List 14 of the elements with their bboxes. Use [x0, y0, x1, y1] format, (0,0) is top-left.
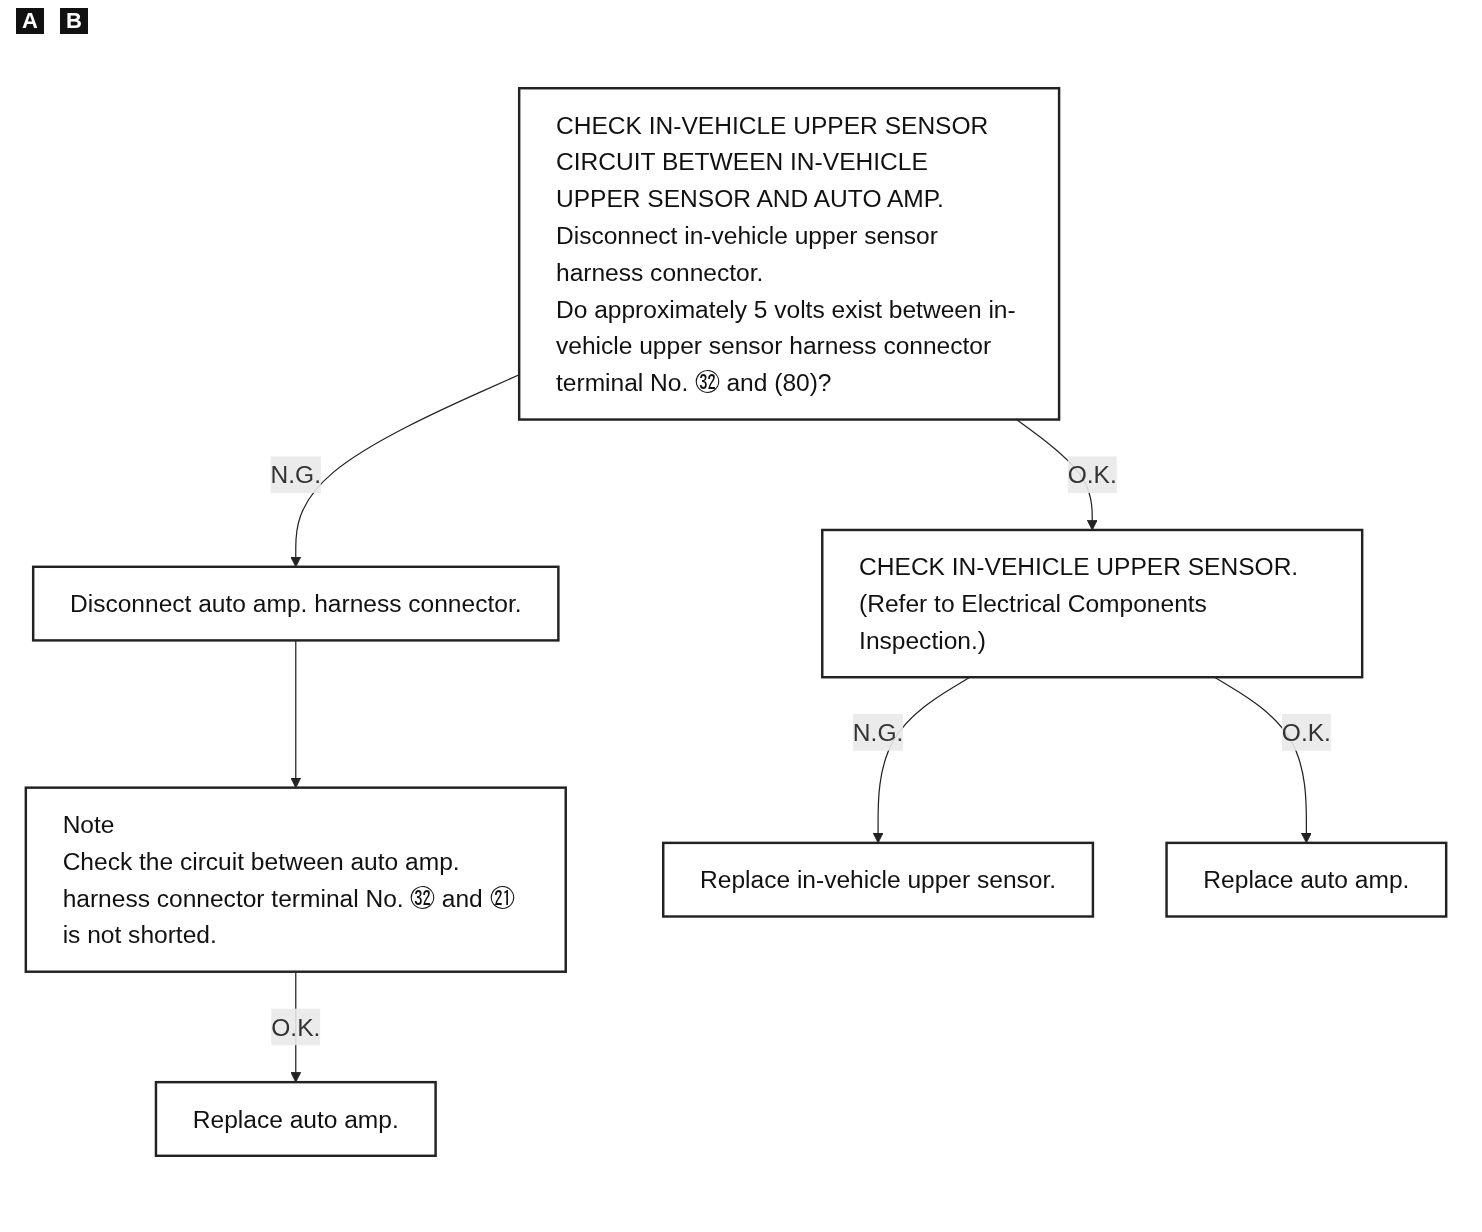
- edge-label: N.G.: [270, 461, 322, 489]
- edge-label: O.K.: [1067, 461, 1117, 489]
- node-box: Replace in-vehicle upper sensor.: [662, 841, 1095, 918]
- edge-label: O.K.: [271, 1013, 321, 1041]
- node-box: Replace auto amp.: [154, 1080, 437, 1157]
- step-marker: A: [16, 8, 44, 34]
- node-box: Disconnect auto amp. harness connector.: [31, 565, 560, 642]
- node-box: CHECK IN-VEHICLE UPPER SENSOR CIRCUIT BETWEEN IN-VEHICLE UPPER SENSOR AND AUTO AMP. Disconnect in-vehicle upper sensor harness connector. Do approximately 5 volts exist between in-vehicle upper sensor harness connector terminal No. ㉜ and (80)?: [517, 87, 1061, 421]
- edge-label: O.K.: [1281, 718, 1331, 746]
- node-box: Replace auto amp.: [1165, 841, 1448, 918]
- node-box: Note Check the circuit between auto amp. harness connector terminal No. ㉜ and ㉑ is not shorted.: [24, 786, 567, 973]
- node-box: CHECK IN-VEHICLE UPPER SENSOR. (Refer to Electrical Components Inspection.): [821, 528, 1364, 679]
- step-marker: B: [59, 8, 88, 34]
- edge-label: N.G.: [852, 718, 904, 746]
